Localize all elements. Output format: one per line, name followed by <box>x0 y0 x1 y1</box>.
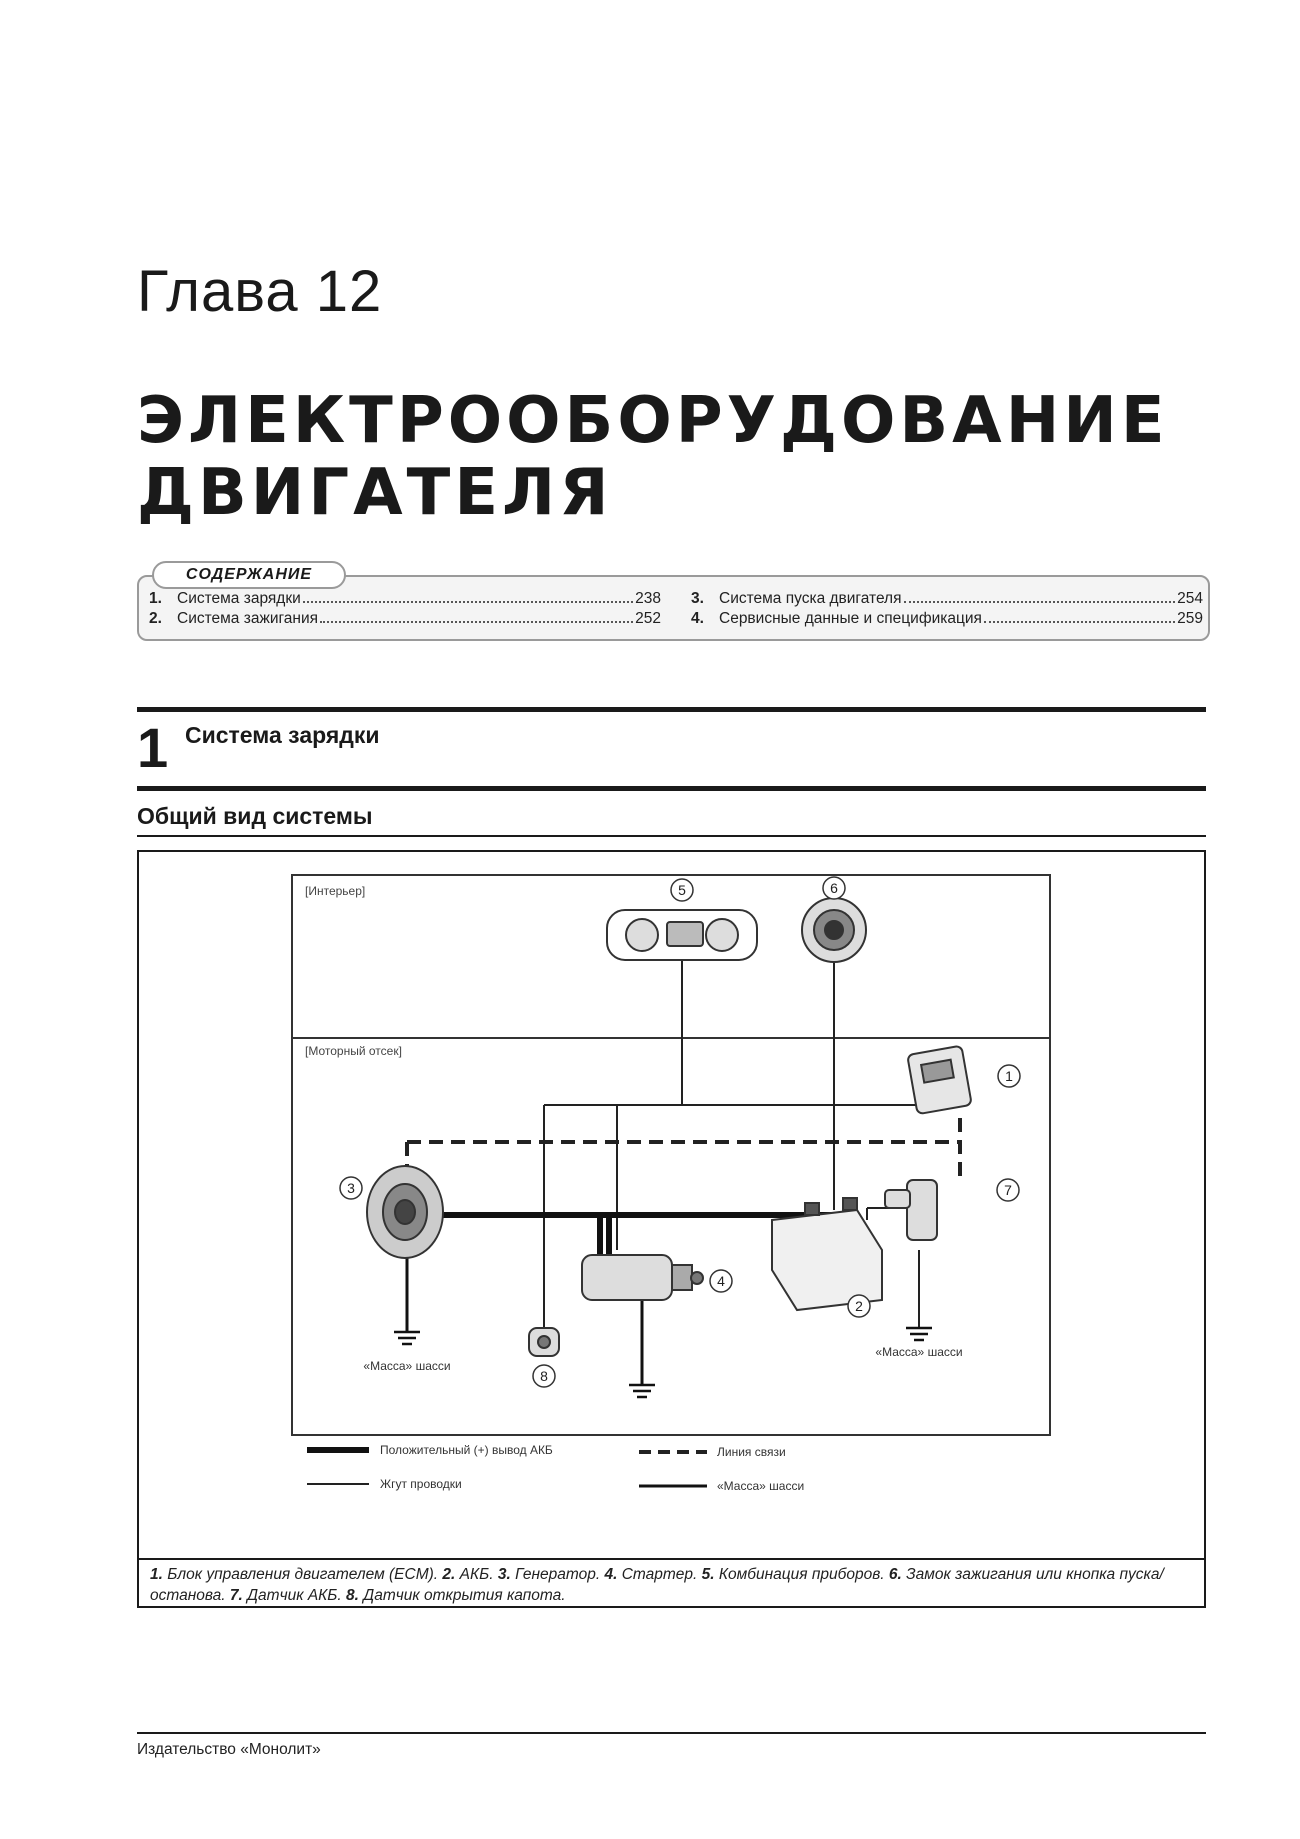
caption-item-text: Датчик открытия капота. <box>363 1587 566 1604</box>
toc-item[interactable]: 1. Система зарядки 238 <box>149 589 661 609</box>
caption-item-number: 8. <box>346 1587 359 1604</box>
ground-label: «Масса» шасси <box>363 1359 450 1373</box>
toc-item-title: Система зажигания <box>177 610 319 627</box>
toc-leader-dots <box>983 621 1176 623</box>
callout-3-number: 3 <box>347 1180 355 1196</box>
harness-wires <box>543 955 947 1340</box>
toc-item-number: 1. <box>149 590 162 607</box>
caption-item-number: 2. <box>442 1566 456 1583</box>
caption-item-text: Датчик АКБ. <box>247 1587 342 1604</box>
callout-3 <box>339 1176 363 1200</box>
callout-5-number: 5 <box>678 882 686 898</box>
toc-item-page: 259 <box>1177 610 1203 627</box>
caption-item-text: Комбинация приборов. <box>718 1566 885 1583</box>
toc-item[interactable]: 4. Сервисные данные и спецификация 259 <box>691 609 1203 629</box>
caption-item-number: 7. <box>229 1587 243 1604</box>
callout-5 <box>670 878 694 902</box>
comm-line <box>405 1118 962 1180</box>
toc-item-title: Сервисные данные и спецификация <box>719 610 982 627</box>
zone-engine-label: [Моторный отсек] <box>305 1044 402 1058</box>
toc-item-number: 4. <box>691 610 704 627</box>
toc-item-title: Система зарядки <box>177 590 301 607</box>
callout-1-number: 1 <box>1005 1068 1013 1084</box>
chapter-title: ЭЛЕКТРООБОРУДОВАНИЕ ДВИГАТЕЛЯ <box>137 385 1169 529</box>
battery-sensor-icon <box>884 1179 938 1241</box>
section-bottom-rule <box>137 786 1206 791</box>
starter-icon <box>581 1254 704 1301</box>
toc-item-number: 2. <box>149 610 162 627</box>
caption-item-number: 1. <box>150 1566 163 1583</box>
charging-system-diagram: [Интерьер] [Моторный отсек] <box>291 874 1051 1493</box>
legend-label-comm: Линия связи <box>717 1445 786 1459</box>
chapter-title-line-1: ЭЛЕКТРООБОРУДОВАНИЕ <box>137 384 1169 458</box>
diagram-zone-frame <box>291 874 1051 1436</box>
hood-switch-icon <box>528 1327 560 1357</box>
callout-2-number: 2 <box>855 1298 863 1314</box>
caption-item-text: Замок зажигания или кнопка пуска/останов… <box>150 1566 1164 1604</box>
caption-item-text: Генератор. <box>515 1566 601 1583</box>
caption-item-number: 3. <box>497 1566 511 1583</box>
toc-leader-dots <box>903 601 1176 603</box>
toc-column-right: 3. Система пуска двигателя 254 4. Сервис… <box>691 589 1203 629</box>
caption-item-text: Блок управления двигателем (ECM). <box>167 1566 439 1583</box>
caption-item-text: Стартер. <box>621 1566 698 1583</box>
section-number: 1 <box>137 716 169 779</box>
battery-icon <box>771 1197 883 1312</box>
footer-rule <box>137 1732 1206 1734</box>
caption-item-text: АКБ. <box>459 1566 494 1583</box>
chapter-label: Глава 12 <box>137 259 383 324</box>
callout-8-number: 8 <box>540 1368 548 1384</box>
legend-label-ground: «Масса» шасси <box>717 1479 804 1493</box>
callout-6 <box>822 876 846 900</box>
caption-item-number: 6. <box>888 1566 902 1583</box>
toc-item-page: 238 <box>635 590 661 607</box>
toc-item-page: 252 <box>635 610 661 627</box>
toc-column-left: 1. Система зарядки 238 2. Система зажига… <box>149 589 661 629</box>
chapter-title-line-2: ДВИГАТЕЛЯ <box>137 456 613 530</box>
callout-8 <box>532 1364 556 1388</box>
caption-item-number: 5. <box>701 1566 715 1583</box>
subsection-title: Общий вид системы <box>137 803 373 829</box>
caption-item-number: 4. <box>604 1566 618 1583</box>
instrument-cluster-icon <box>606 909 758 961</box>
toc-box: 1. Система зарядки 238 2. Система зажига… <box>137 575 1210 641</box>
callout-4 <box>709 1269 733 1293</box>
figure-frame <box>137 850 1206 1608</box>
toc-item-number: 3. <box>691 590 704 607</box>
callout-4-number: 4 <box>717 1273 725 1289</box>
toc-leader-dots <box>302 601 634 603</box>
callout-numbers: 1 2 3 4 5 6 7 8 <box>347 880 1013 1384</box>
callout-6-number: 6 <box>830 880 838 896</box>
caption-separator <box>137 1558 1206 1560</box>
callout-7-number: 7 <box>1004 1182 1012 1198</box>
toc-item[interactable]: 3. Система пуска двигателя 254 <box>691 589 1203 609</box>
callouts <box>339 876 1021 1388</box>
publisher-footer: Издательство «Монолит» <box>137 1741 321 1758</box>
ecm-icon <box>907 1045 972 1115</box>
ground-wires <box>405 1258 644 1385</box>
section-top-rule <box>137 707 1206 712</box>
figure-caption: 1. Блок управления двигателем (ECM). 2. … <box>150 1564 1200 1606</box>
toc-item-title: Система пуска двигателя <box>719 590 902 607</box>
ground-label: «Масса» шасси <box>875 1345 962 1359</box>
section-title: Система зарядки <box>185 722 380 748</box>
diagram-legend: Положительный (+) вывод АКБ Жгут проводк… <box>307 1443 804 1493</box>
ground-symbol <box>629 1383 655 1399</box>
alternator-icon <box>366 1165 444 1259</box>
callout-2 <box>847 1294 871 1318</box>
ignition-switch-icon <box>801 897 867 963</box>
toc-item-page: 254 <box>1177 590 1203 607</box>
legend-label-harness: Жгут проводки <box>380 1477 462 1491</box>
callout-1 <box>997 1064 1021 1088</box>
subsection-rule <box>137 835 1206 837</box>
ground-symbol <box>906 1326 932 1342</box>
toc-heading: СОДЕРЖАНИЕ <box>152 561 346 589</box>
toc-item[interactable]: 2. Система зажигания 252 <box>149 609 661 629</box>
legend-label-positive: Положительный (+) вывод АКБ <box>380 1443 553 1457</box>
callout-7 <box>996 1178 1020 1202</box>
toc-leader-dots <box>320 621 634 623</box>
zone-interior-label: [Интерьер] <box>305 884 365 898</box>
ground-symbol <box>394 1330 420 1346</box>
